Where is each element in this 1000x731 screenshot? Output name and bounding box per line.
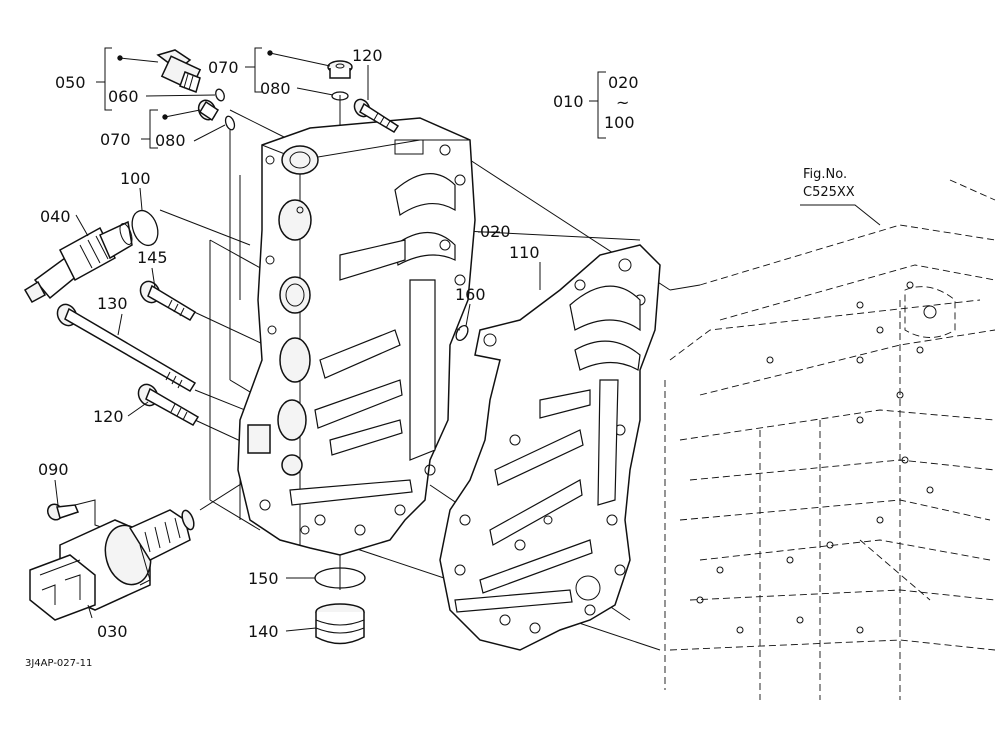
label-145: 145 bbox=[137, 248, 168, 267]
label-100: 100 bbox=[120, 169, 151, 188]
plug-070-lower bbox=[162, 99, 220, 122]
label-120-top: 120 bbox=[352, 46, 383, 65]
o-ring-080-lower bbox=[224, 115, 236, 131]
label-110: 110 bbox=[509, 243, 540, 262]
label-050: 050 bbox=[55, 73, 86, 92]
bolt-120-top bbox=[353, 98, 400, 134]
label-100-range-end: 100 bbox=[604, 113, 635, 132]
plug-140 bbox=[315, 603, 365, 645]
label-070-lower: 070 bbox=[100, 130, 131, 149]
label-020: 020 bbox=[480, 222, 511, 241]
label-range-tilde: ~ bbox=[616, 93, 629, 112]
o-ring-080-upper bbox=[331, 91, 349, 101]
o-ring-160 bbox=[455, 324, 469, 342]
solenoid-valve-040 bbox=[23, 209, 159, 304]
label-160: 160 bbox=[455, 285, 486, 304]
label-130: 130 bbox=[97, 294, 128, 313]
plug-070-upper bbox=[267, 50, 353, 79]
o-ring-060 bbox=[215, 88, 225, 102]
label-010: 010 bbox=[553, 92, 584, 111]
label-080-lower: 080 bbox=[155, 131, 186, 150]
label-140: 140 bbox=[248, 622, 279, 641]
bolt-090 bbox=[46, 499, 111, 531]
bolt-145 bbox=[139, 280, 197, 322]
label-120-mid: 120 bbox=[93, 407, 124, 426]
label-020-range-start: 020 bbox=[608, 73, 639, 92]
valve-body-020 bbox=[237, 117, 476, 556]
label-070-upper: 070 bbox=[208, 58, 239, 77]
long-bolt-130 bbox=[56, 303, 197, 393]
label-030: 030 bbox=[97, 622, 128, 641]
figure-ref-number: C525XX bbox=[803, 185, 855, 200]
label-150: 150 bbox=[248, 569, 279, 588]
bolt-120-mid bbox=[137, 383, 200, 427]
callout-labels: 050 060 070 080 070 080 120 010 020 ~ 10… bbox=[25, 46, 855, 669]
label-090: 090 bbox=[38, 460, 69, 479]
assembly-reference-lines bbox=[159, 95, 701, 651]
figure-ref-title: Fig.No. bbox=[803, 167, 847, 182]
pressure-switch-050 bbox=[117, 49, 202, 93]
label-060: 060 bbox=[108, 87, 139, 106]
separator-plate-110 bbox=[439, 244, 661, 651]
drawing-code: 3J4AP-027-11 bbox=[25, 658, 92, 669]
solenoid-assembly-030 bbox=[29, 509, 195, 621]
label-080-upper: 080 bbox=[260, 79, 291, 98]
transmission-frame-outline bbox=[664, 179, 996, 700]
callout-leaders bbox=[54, 47, 881, 632]
label-040: 040 bbox=[40, 207, 71, 226]
